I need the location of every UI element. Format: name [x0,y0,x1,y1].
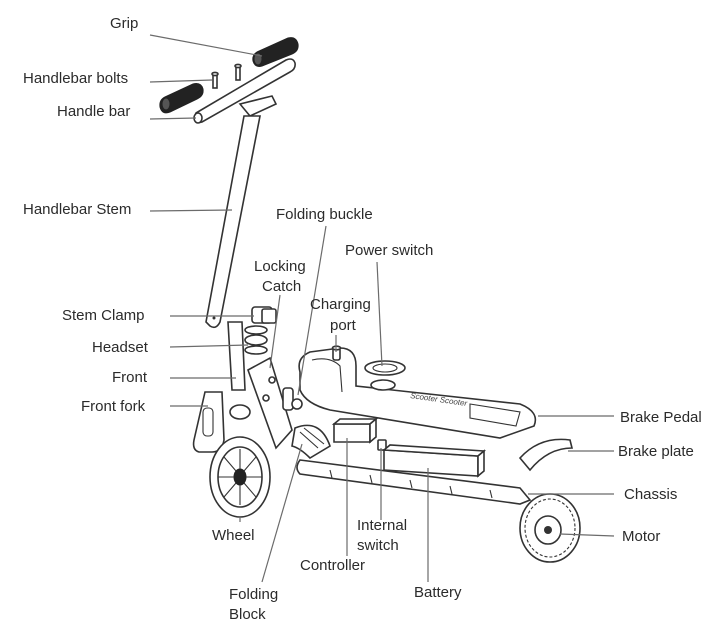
headset [244,325,268,355]
stem-clamp [251,306,277,324]
handlebar-bolt-1 [211,71,219,89]
label-power-switch: Power switch [345,242,433,259]
label-wheel: Wheel [212,527,255,544]
power-switch [364,360,406,391]
label-handle-bar: Handle bar [57,103,130,120]
handlebar-stem [205,115,261,329]
label-brake-pedal: Brake Pedal [620,409,702,426]
label-front-fork: Front fork [81,398,146,415]
label-locking-catch-line1: Locking [254,258,306,275]
folding-assembly [247,356,303,450]
label-chassis: Chassis [624,486,677,503]
label-folding-block-line1: Folding [229,586,278,603]
label-stem-clamp: Stem Clamp [62,307,145,324]
rear-wheel-motor [519,493,581,563]
label-folding-block-line2: Block [229,606,266,623]
label-handlebar-bolts: Handlebar bolts [23,70,128,87]
labels: Grip Handlebar bolts Handle bar Handleba… [23,15,702,623]
front-tube [227,321,246,391]
grip-left [159,83,204,114]
label-internal-switch-line2: switch [357,537,399,554]
label-folding-buckle: Folding buckle [276,206,373,223]
scooter-parts: Scooter Scooter [159,37,581,563]
label-controller: Controller [300,557,365,574]
stem-top-clamp [238,95,278,117]
handlebar-bolt-2 [234,63,242,81]
label-internal-switch-line1: Internal [357,517,407,534]
label-grip: Grip [110,15,138,32]
label-handlebar-stem: Handlebar Stem [23,201,131,218]
label-charging-port-line2: port [330,317,357,334]
label-locking-catch-line2: Catch [262,278,301,295]
battery [381,444,487,478]
internal-switch [377,439,387,451]
leader-lines [149,34,615,583]
label-charging-port-line1: Charging [310,296,371,313]
label-battery: Battery [414,584,462,601]
handle-bar [193,58,296,124]
label-brake-plate: Brake plate [618,443,694,460]
chassis [296,459,532,505]
controller [331,417,379,444]
label-front: Front [112,369,148,386]
folding-block [291,424,331,460]
label-headset: Headset [92,339,149,356]
label-motor: Motor [622,528,660,545]
front-wheel [209,436,271,518]
brake-plate [518,438,574,472]
